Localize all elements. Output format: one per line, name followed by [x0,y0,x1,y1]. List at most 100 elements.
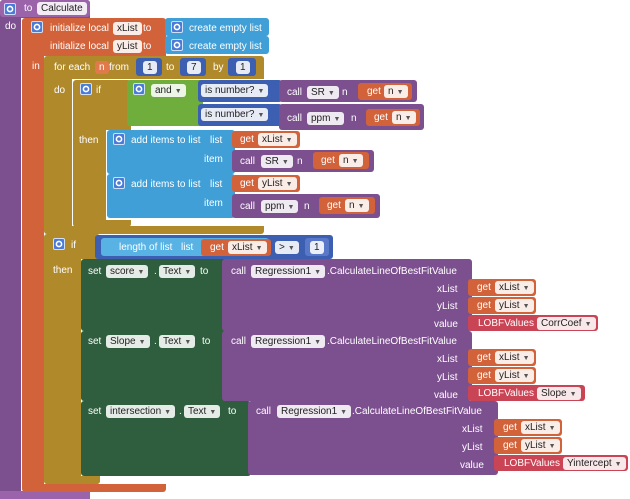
get-label-6: get [327,200,341,211]
lobf-value-field-1[interactable]: CorrCoef▼ [537,317,596,330]
from-number-field[interactable]: 1 [143,61,157,74]
chevron-down-icon: ▼ [340,409,348,416]
xlist-param-label-2: xList [437,354,458,365]
regression-field-2[interactable]: Regression1▼ [251,335,326,348]
set-dot-1: . [154,266,157,277]
get-xlist-field-s2[interactable]: xList▼ [495,351,534,364]
set-property-field-2[interactable]: Text▼ [159,335,196,348]
call-label-r1: call [231,266,247,277]
chevron-down-icon: ▼ [522,355,530,362]
lobf-value-1: CorrCoef [541,318,582,329]
set-slope-block[interactable] [81,331,227,401]
is-number-field-2[interactable]: is number?▼ [201,108,269,121]
call-label-r2: call [231,336,247,347]
get-n-field-1[interactable]: n▼ [384,85,408,98]
ylist-param-label-2: yList [437,372,458,383]
set-score-block[interactable] [81,259,227,331]
set-property-field-1[interactable]: Text▼ [159,265,196,278]
is-number-field-1[interactable]: is number?▼ [201,84,269,97]
set-to-label-2: to [202,336,211,347]
get-ylist-field-s2[interactable]: yList▼ [495,369,534,382]
lobf-value-field-2[interactable]: Slope▼ [537,387,581,400]
set-component-field-2[interactable]: Slope▼ [106,335,150,348]
if-gear-icon-2[interactable] [53,238,65,250]
get-xlist-field-s3[interactable]: xList▼ [521,421,560,434]
add-items-gear-icon-2[interactable] [113,177,125,189]
chevron-down-icon: ▼ [209,409,217,416]
local-var-ylist-field[interactable]: yList [113,40,142,53]
init-to-label-1: to [143,23,152,34]
set-component-1: score [110,266,135,277]
call-sr-field-2[interactable]: SR▼ [261,155,293,168]
for-from-label: from [109,62,129,73]
get-label-s3x: get [503,422,517,433]
create-empty-list-block-2[interactable] [165,36,269,54]
lobf-value-3: Yintercept [567,458,612,469]
chevron-down-icon: ▼ [522,303,530,310]
compare-op-field[interactable]: >▼ [275,241,299,254]
regression-field-3[interactable]: Regression1▼ [277,405,352,418]
for-do-label: do [54,85,66,96]
value-param-label-1: value [434,319,458,330]
get-label-3: get [240,134,254,145]
procedure-name-field[interactable]: Calculate [37,2,87,15]
add-items-block-1[interactable] [107,130,235,174]
get-ylist-field-s1[interactable]: yList▼ [495,299,534,312]
and-operator-field[interactable]: and▼ [151,84,186,97]
get-xlist-var-s1: xList [499,282,520,293]
if-gear-icon-1[interactable] [80,83,92,95]
chevron-down-icon: ▼ [548,425,556,432]
procedure-footer [0,491,90,499]
set-label-3: set [88,406,102,417]
call-sr-field-1[interactable]: SR▼ [307,86,339,99]
call-ppm-field-2[interactable]: ppm▼ [261,200,299,213]
local-var-xlist-field[interactable]: xList [113,22,142,35]
ylist-param-label-1: yList [437,301,458,312]
chevron-down-icon: ▼ [351,158,359,165]
create-empty-label-1: create empty list [189,23,262,34]
compare-number-field[interactable]: 1 [310,241,324,254]
chevron-down-icon: ▼ [327,90,335,97]
by-number-field[interactable]: 1 [236,61,250,74]
lobf-value-field-3[interactable]: Yintercept▼ [563,457,626,470]
create-empty-list-block-1[interactable] [165,18,269,36]
add-items-block-2[interactable] [107,174,235,218]
add-list-label-2: list [210,179,223,190]
chevron-down-icon: ▼ [257,88,265,95]
get-xlist-field-s1[interactable]: xList▼ [495,281,534,294]
to-number-field[interactable]: 7 [187,61,201,74]
get-xlist-field-1[interactable]: xList▼ [258,133,297,146]
get-n-var-3: n [343,155,349,166]
set-property-field-3[interactable]: Text▼ [184,405,221,418]
get-xlist-field-2[interactable]: xList▼ [228,241,267,254]
create-list-gear-icon-2[interactable] [171,39,183,51]
and-gear-icon[interactable] [133,83,145,95]
set-component-field-3[interactable]: intersection▼ [106,405,176,418]
get-ylist-field-s3[interactable]: yList▼ [521,439,560,452]
chevron-down-icon: ▼ [184,339,192,346]
compare-op-label: > [279,242,285,253]
if-label-2: if [71,240,76,251]
create-list-gear-icon-1[interactable] [171,21,183,33]
for-each-var-field[interactable]: n [95,61,109,74]
get-n-field-2[interactable]: n▼ [392,111,416,124]
call-ppm-field-1[interactable]: ppm▼ [307,112,345,125]
set-component-field-1[interactable]: score▼ [106,265,149,278]
regression-field-1[interactable]: Regression1▼ [251,265,326,278]
init-in-label: in [32,61,40,72]
local-gear-icon[interactable] [31,21,43,33]
method-label-2: .CalculateLineOfBestFitValue [327,336,457,347]
chevron-down-icon: ▼ [255,245,263,252]
add-items-gear-icon-1[interactable] [113,133,125,145]
chevron-down-icon: ▼ [184,269,192,276]
procedure-to-label: to [24,3,33,14]
chevron-down-icon: ▼ [357,203,365,210]
set-property-1: Text [163,266,182,277]
chevron-down-icon: ▼ [314,339,322,346]
call-label-4: call [240,201,256,212]
is-number-label-1: is number? [205,85,255,96]
get-ylist-field-1[interactable]: yList▼ [258,177,297,190]
get-n-field-4[interactable]: n▼ [345,199,369,212]
get-n-field-3[interactable]: n▼ [339,154,363,167]
mutator-gear-icon[interactable] [4,3,16,15]
